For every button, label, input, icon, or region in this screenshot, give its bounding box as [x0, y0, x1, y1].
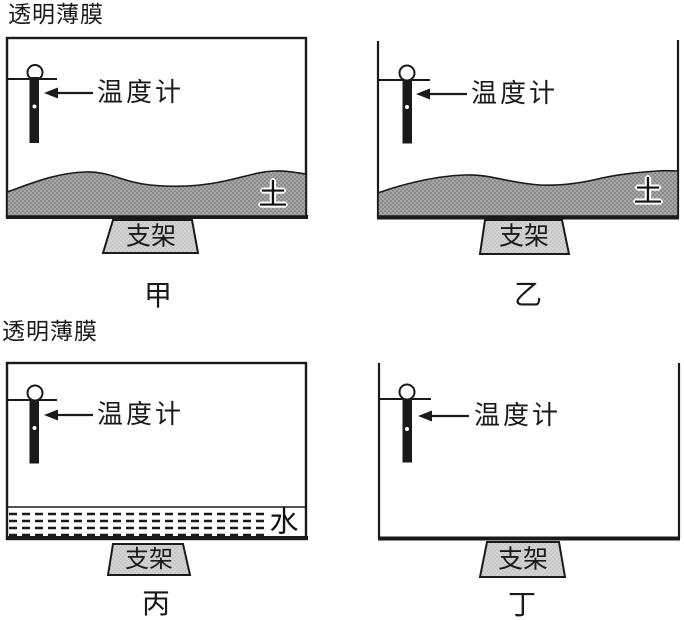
- stand-label: 支架: [125, 223, 177, 251]
- stand-shape: [478, 219, 571, 255]
- container-box-covered: [5, 361, 308, 541]
- water-label: 水: [269, 506, 299, 539]
- soil-label: 土: [258, 179, 288, 212]
- stand-shape: [101, 219, 200, 254]
- pointer-arrow: [416, 88, 467, 100]
- thermometer-icon: [380, 383, 431, 463]
- stand-shape: [106, 543, 192, 576]
- setup-ding: 温度计 支架 丁: [342, 310, 684, 620]
- stand-label: 支架: [497, 546, 549, 574]
- soil-fill: [377, 169, 679, 217]
- panel-caption: 乙: [513, 280, 543, 311]
- setup-jia: 透明薄膜 温度计 土 支架 甲: [0, 0, 342, 312]
- panel-caption: 甲: [143, 281, 173, 312]
- setup-yi: 温度计 土 支架 乙: [342, 0, 684, 310]
- container-box-open: [377, 363, 681, 541]
- stand-label: 支架: [498, 223, 550, 251]
- film-label: 透明薄膜: [8, 2, 104, 27]
- stand-label: 支架: [125, 547, 173, 573]
- thermometer-label: 温度计: [97, 78, 185, 107]
- thermometer-label: 温度计: [474, 401, 562, 430]
- water-fill: [8, 506, 305, 537]
- film-label: 透明薄膜: [2, 319, 98, 344]
- soil-label: 土: [633, 176, 663, 209]
- pointer-arrow: [44, 409, 93, 421]
- thermometer-icon: [7, 64, 57, 143]
- thermometer-label: 温度计: [97, 400, 185, 429]
- pointer-arrow: [418, 410, 469, 422]
- setup-bing: 透明薄膜 温度计 水 支架 丙: [0, 310, 342, 620]
- soil-fill: [6, 170, 307, 217]
- panel-caption: 丁: [507, 590, 537, 620]
- pointer-arrow: [44, 87, 93, 99]
- stand-shape: [478, 541, 567, 578]
- thermometer-icon: [7, 384, 57, 464]
- container-box-covered: [5, 36, 308, 219]
- panel-caption: 丙: [141, 589, 171, 620]
- thermometer-label: 温度计: [471, 79, 559, 108]
- thermometer-icon: [378, 64, 430, 144]
